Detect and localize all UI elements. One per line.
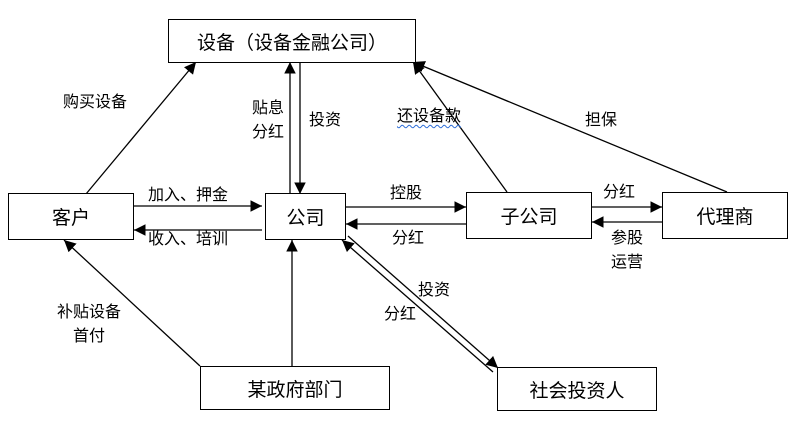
node-subsidiary: 子公司 bbox=[466, 192, 592, 239]
edge-label-dividend-agent: 分红 bbox=[603, 182, 636, 201]
node-customer: 客户 bbox=[8, 193, 134, 240]
edge-label-invest-bottom: 投资 bbox=[418, 280, 451, 299]
arrow-investor-to-company bbox=[341, 239, 494, 373]
edge-label-subsidy-down-payment: 补贴设备首付 bbox=[56, 302, 121, 345]
arrow-agent-to-equipment bbox=[412, 61, 728, 193]
edge-label-repay-equipment: 还设备款 bbox=[396, 106, 461, 125]
node-agent-label: 代理商 bbox=[696, 206, 754, 228]
arrow-subsidiary-to-equipment bbox=[412, 61, 508, 193]
node-government-label: 某政府部门 bbox=[247, 378, 343, 401]
arrow-government-to-customer bbox=[63, 239, 201, 367]
edge-label-dividend-sub: 分红 bbox=[392, 228, 425, 247]
edge-label-holding: 控股 bbox=[390, 183, 423, 202]
edge-label-interest-dividend: 贴息分红 bbox=[251, 98, 284, 141]
edge-label-participate-operate: 参股运营 bbox=[610, 228, 643, 271]
edge-label-buy-equipment: 购买设备 bbox=[62, 92, 127, 111]
node-equipment: 设备（设备金融公司） bbox=[168, 19, 416, 63]
arrow-customer-to-equipment bbox=[85, 61, 197, 195]
arrow-company-to-investor bbox=[347, 235, 499, 369]
node-company: 公司 bbox=[265, 193, 346, 240]
edge-label-join-deposit: 加入、押金 bbox=[148, 185, 229, 204]
node-investor: 社会投资人 bbox=[497, 367, 657, 411]
edge-label-invest-top: 投资 bbox=[309, 110, 342, 129]
node-subsidiary-label: 子公司 bbox=[500, 206, 558, 228]
edge-label-dividend-bottom: 分红 bbox=[384, 304, 417, 323]
node-customer-label: 客户 bbox=[51, 207, 90, 229]
edge-label-income-training: 收入、培训 bbox=[148, 229, 229, 248]
node-government: 某政府部门 bbox=[200, 366, 390, 410]
node-company-label: 公司 bbox=[286, 207, 325, 229]
edge-label-guarantee: 担保 bbox=[585, 110, 618, 129]
node-agent: 代理商 bbox=[662, 192, 788, 239]
node-investor-label: 社会投资人 bbox=[529, 379, 625, 402]
node-equipment-label: 设备（设备金融公司） bbox=[196, 31, 387, 54]
